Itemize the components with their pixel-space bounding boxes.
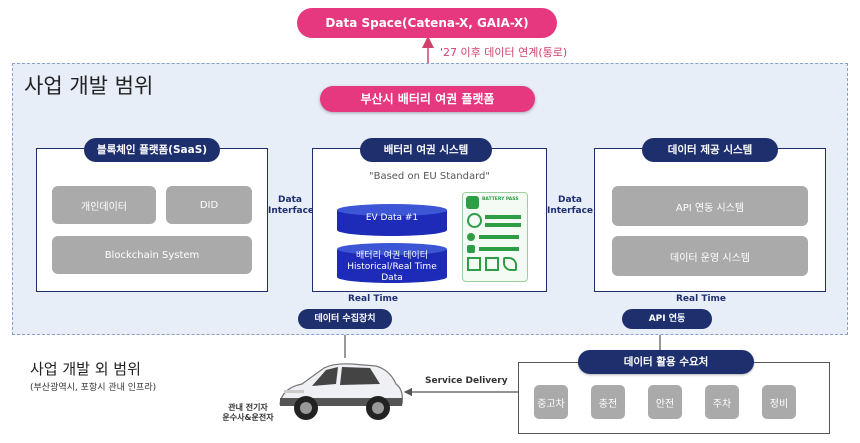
consumer-parking: 주차 [705, 385, 739, 419]
ev-data-label: EV Data #1 [365, 213, 419, 223]
scope-out-title: 사업 개발 외 범위 [30, 360, 141, 378]
consumer-charging: 충전 [591, 385, 625, 419]
blockchain-panel-header: 블록체인 플랫폼(SaaS) [84, 138, 220, 162]
busan-platform-node: 부산시 배터리 여권 플랫폼 [320, 86, 535, 112]
data-operation-system-box: 데이터 운영 시스템 [612, 236, 808, 276]
realtime-label-left: Real Time [348, 294, 399, 304]
data-space-label: Data Space(Catena-X, GAIA-X) [325, 16, 529, 30]
api-pill: API 연동 [622, 309, 712, 329]
consumer-maintenance: 정비 [762, 385, 796, 419]
battery-pass-logo-icon [466, 196, 479, 209]
scope-in-title: 사업 개발 범위 [24, 74, 154, 98]
consumer-safety: 안전 [648, 385, 682, 419]
scope-out-subtitle: (부산광역시, 포항시 관내 인프라) [30, 383, 157, 393]
chart-icon [467, 257, 481, 271]
battery-passport-panel-header: 배터리 여권 시스템 [360, 138, 492, 162]
grid-icon [485, 257, 499, 271]
consumer-used-car: 중고차 [534, 385, 568, 419]
realtime-label-right: Real Time [676, 294, 727, 304]
passport-data-label-1: 배터리 여권 데이터 [356, 251, 428, 261]
blockchain-system-box: Blockchain System [52, 236, 252, 274]
fingerprint-icon [467, 213, 482, 228]
data-interface-label-left: Data Interface [268, 195, 315, 216]
did-box: DID [166, 186, 252, 224]
vehicle-caption-line1: 관내 전기자 [228, 403, 268, 412]
top-link-label: '27 이후 데이터 연계(통로) [440, 46, 568, 59]
ev-data-database: EV Data #1 [337, 204, 447, 236]
battery-pass-card: BATTERY PASS [462, 192, 528, 282]
passport-data-label-2: Historical/Real Time Data [347, 262, 437, 283]
vehicle-caption: 관내 전기자 운수사&운전자 [218, 403, 278, 423]
data-space-node: Data Space(Catena-X, GAIA-X) [297, 8, 557, 38]
leaf-icon [503, 257, 517, 271]
consumers-panel-header: 데이터 활용 수요처 [578, 350, 754, 374]
data-provision-panel-header: 데이터 제공 시스템 [642, 138, 778, 162]
electric-vehicle-icon [279, 363, 403, 420]
busan-platform-label: 부산시 배터리 여권 플랫폼 [360, 92, 495, 106]
personal-data-box: 개인데이터 [52, 186, 156, 224]
passport-data-database: 배터리 여권 데이터 Historical/Real Time Data [337, 243, 447, 283]
eu-standard-subtitle: "Based on EU Standard" [368, 171, 491, 182]
service-delivery-label: Service Delivery [425, 376, 508, 386]
api-system-box: API 연동 시스템 [612, 186, 808, 226]
vehicle-caption-line2: 운수사&운전자 [222, 413, 274, 422]
collector-pill: 데이터 수집장치 [298, 309, 392, 329]
battery-pass-title: BATTERY PASS [482, 197, 519, 202]
data-interface-label-right: Data Interface [547, 195, 594, 216]
